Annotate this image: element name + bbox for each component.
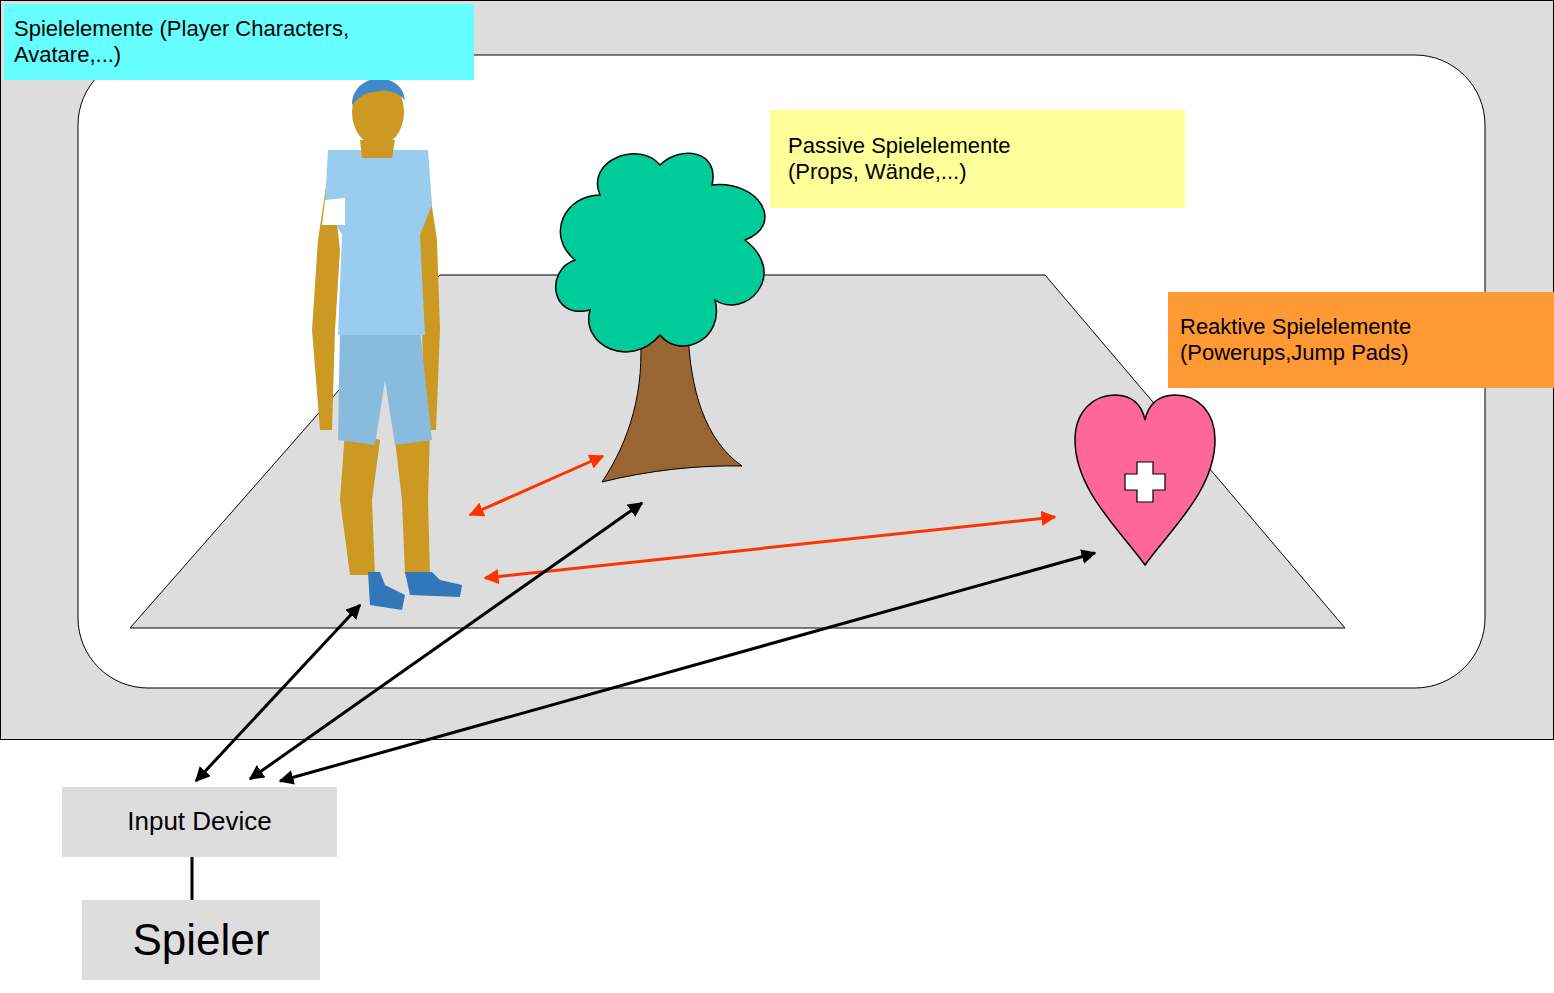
world-frame <box>1 1 1554 740</box>
node-text: Input Device <box>127 806 272 837</box>
active-elements-label: Spielelemente (Player Characters, Avatar… <box>4 4 474 80</box>
input-device-box: Input Device <box>62 787 337 857</box>
player-box: Spieler <box>82 900 320 980</box>
connector-line <box>191 857 194 900</box>
node-text: Reaktive Spielelemente (Powerups,Jump Pa… <box>1180 314 1430 367</box>
health-powerup <box>1075 395 1215 565</box>
reactive-elements-label: Reaktive Spielelemente (Powerups,Jump Pa… <box>1168 292 1554 388</box>
tree-prop <box>556 153 765 482</box>
passive-elements-label: Passive Spielelemente (Props, Wände,...) <box>770 110 1185 208</box>
node-text: Passive Spielelemente (Props, Wände,...) <box>788 133 1038 186</box>
interaction-arrows <box>196 456 1095 781</box>
player-avatar <box>312 78 462 610</box>
node-text: Spieler <box>133 914 270 967</box>
node-text: Spielelemente (Player Characters, Avatar… <box>14 16 454 69</box>
